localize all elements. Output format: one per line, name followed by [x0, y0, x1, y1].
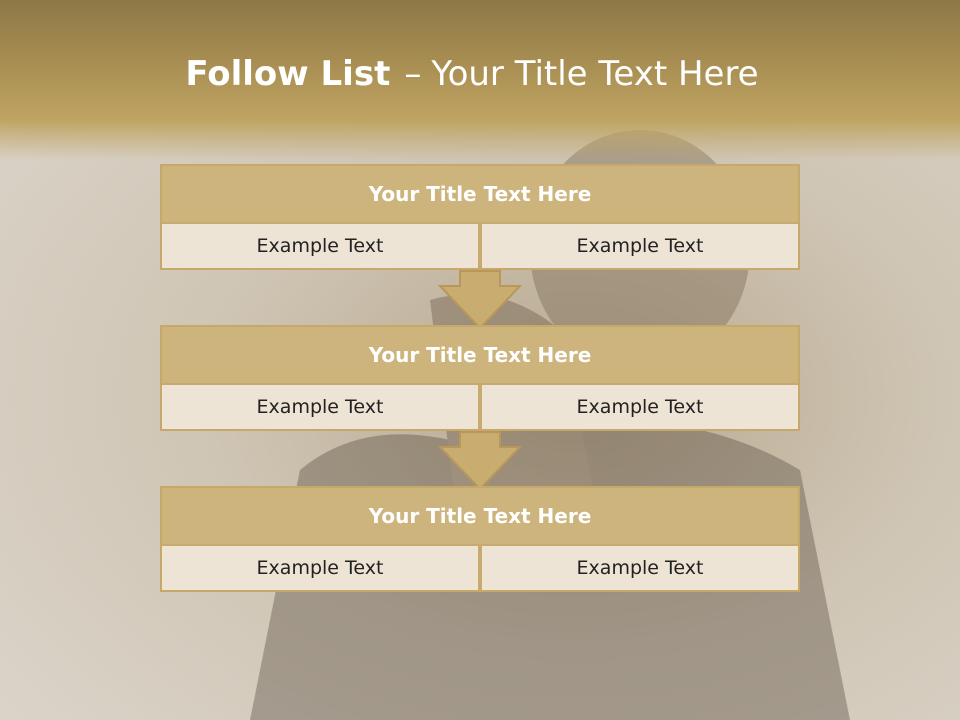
title-rest: Your Title Text Here [431, 54, 759, 94]
block-cell-right: Example Text [482, 546, 798, 590]
block-title: Your Title Text Here [162, 166, 798, 222]
block-cell-left: Example Text [162, 224, 478, 268]
list-block-2: Your Title Text Here Example Text Exampl… [160, 325, 800, 431]
down-arrow-icon [438, 270, 522, 330]
block-title: Your Title Text Here [162, 327, 798, 383]
list-block-3: Your Title Text Here Example Text Exampl… [160, 486, 800, 592]
block-cell-right: Example Text [482, 224, 798, 268]
title-bold: Follow List [185, 54, 391, 94]
block-cell-left: Example Text [162, 546, 478, 590]
block-title: Your Title Text Here [162, 488, 798, 544]
block-cell-right: Example Text [482, 385, 798, 429]
page-title: Follow List–Your Title Text Here [0, 54, 944, 94]
down-arrow-icon [438, 431, 522, 491]
header-band [0, 0, 960, 160]
block-cell-left: Example Text [162, 385, 478, 429]
list-block-1: Your Title Text Here Example Text Exampl… [160, 164, 800, 270]
title-dash: – [404, 54, 422, 94]
